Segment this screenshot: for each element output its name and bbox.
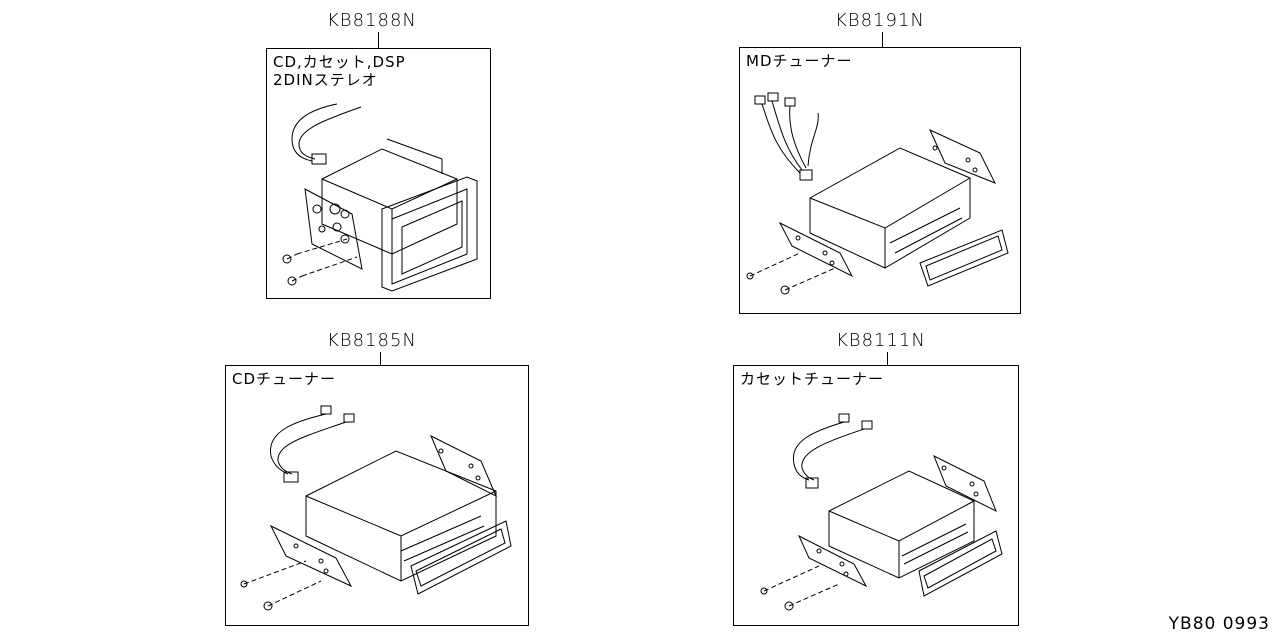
- part-code-kb8191n: KB8191N: [835, 10, 925, 31]
- part-code-kb8185n: KB8185N: [327, 330, 417, 351]
- figure-id: YB80 0993: [1168, 614, 1270, 634]
- leader-line: [380, 352, 381, 366]
- title-line-1: カセットチューナー: [740, 370, 885, 388]
- title-line-2: 2DINステレオ: [273, 71, 378, 89]
- part-code-kb8188n: KB8188N: [327, 10, 417, 31]
- title-line-1: CDチューナー: [232, 370, 337, 388]
- panel-title: CDチューナー: [232, 370, 336, 388]
- panel-kb8191n: MDチューナー: [739, 47, 1021, 314]
- leader-line: [882, 32, 883, 48]
- leader-line: [378, 32, 379, 49]
- leader-line: [887, 352, 888, 366]
- 2din-stereo-unit-icon: [282, 103, 478, 292]
- title-line-1: MDチューナー: [746, 52, 853, 70]
- title-line-1: CD,カセット,DSP: [273, 53, 406, 71]
- cd-tuner-unit-icon: [240, 405, 512, 611]
- panel-kb8111n: カセットチューナー: [733, 365, 1019, 626]
- part-code-kb8111n: KB8111N: [836, 330, 926, 351]
- panel-title: MDチューナー: [746, 52, 853, 70]
- panel-kb8185n: CDチューナー: [225, 365, 529, 626]
- md-tuner-unit-icon: [746, 92, 1009, 295]
- cassette-tuner-unit-icon: [760, 413, 1003, 611]
- panel-title: カセットチューナー: [740, 370, 884, 388]
